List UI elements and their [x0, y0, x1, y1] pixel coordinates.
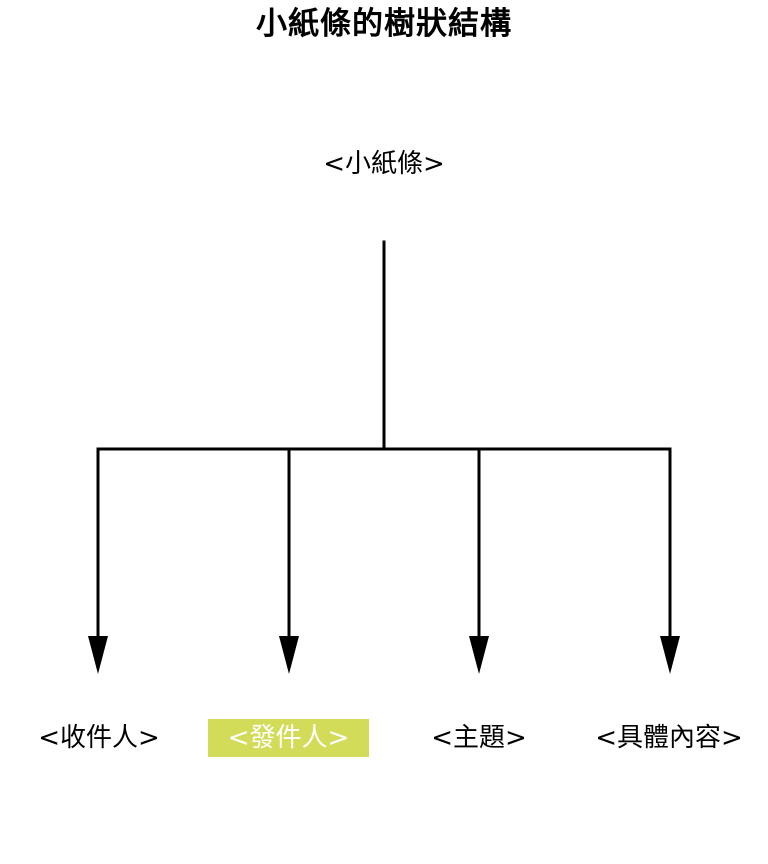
arrowhead-subject	[469, 636, 489, 674]
child-node-recipient: <收件人>	[38, 723, 160, 753]
root-node-label: <小紙條>	[323, 149, 445, 179]
diagram-title: 小紙條的樹狀結構	[256, 6, 512, 42]
arrowhead-content	[660, 636, 680, 674]
child-node-sender: <發件人>	[208, 719, 369, 757]
arrowhead-recipient	[88, 636, 108, 674]
child-node-content: <具體內容>	[595, 723, 743, 753]
child-node-subject: <主題>	[431, 723, 527, 753]
arrowhead-sender	[279, 636, 299, 674]
